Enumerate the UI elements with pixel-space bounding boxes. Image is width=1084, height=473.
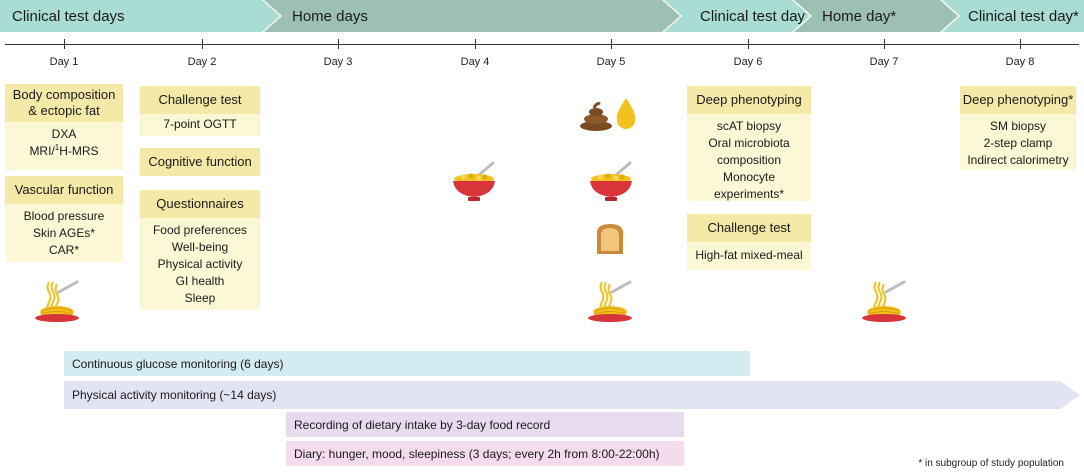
- deep-phenotyping-title-day6: Deep phenotyping: [687, 86, 811, 114]
- challenge-test-title-day2: Challenge test: [140, 86, 260, 114]
- deep-phenotyping-items-day6: scAT biopsy Oral microbiota composition …: [708, 119, 790, 201]
- physical-activity-monitoring-arrow: [64, 381, 1080, 409]
- dietary-intake-recording-bar: Recording of dietary intake by 3-day foo…: [286, 412, 684, 437]
- toast-icon: [596, 224, 624, 254]
- vascular-function-box: Vascular function Blood pressure Skin AG…: [5, 176, 123, 262]
- phase-chevron-home-2: [794, 0, 958, 32]
- day-label-4: Day 4: [460, 56, 490, 68]
- vascular-function-items: Blood pressure Skin AGEs* CAR*: [23, 209, 105, 257]
- deep-phenotyping-title-day8: Deep phenotyping*: [960, 86, 1076, 114]
- day-label-2: Day 2: [187, 56, 217, 68]
- day-label-3: Day 3: [323, 56, 353, 68]
- tick-day-8: [1020, 39, 1021, 49]
- body-composition-box: Body composition & ectopic fat DXA MRI/1…: [5, 84, 123, 170]
- phase-chevron-home-1: [264, 0, 680, 32]
- day-label-8: Day 8: [1005, 56, 1035, 68]
- challenge-test-box-day6: Challenge test High-fat mixed-meal: [687, 214, 811, 270]
- spaghetti-icon: [586, 278, 636, 328]
- questionnaires-title: Questionnaires: [140, 190, 260, 218]
- tick-day-1: [64, 39, 65, 49]
- deep-phenotyping-box-day8: Deep phenotyping* SM biopsy 2-step clamp…: [960, 86, 1076, 170]
- cognitive-function-title: Cognitive function: [140, 148, 260, 176]
- cognitive-function-box: Cognitive function: [140, 148, 260, 176]
- stool-sample-icon: [580, 102, 612, 131]
- deep-phenotyping-box-day6: Deep phenotyping scAT biopsy Oral microb…: [687, 86, 811, 201]
- challenge-test-box-day2: Challenge test 7-point OGTT: [140, 86, 260, 136]
- questionnaires-box: Questionnaires Food preferences Well-bei…: [140, 190, 260, 310]
- day-label-1: Day 1: [49, 56, 79, 68]
- body-composition-items: DXA MRI/1H-MRS: [29, 127, 99, 158]
- phase-label-5: Clinical test day*: [968, 8, 1079, 25]
- tick-day-6: [748, 39, 749, 49]
- phase-label-4: Home day*: [822, 8, 897, 25]
- continuous-glucose-monitoring-bar: Continuous glucose monitoring (6 days): [64, 351, 750, 376]
- day-label-5: Day 5: [596, 56, 626, 68]
- physical-activity-monitoring-bar: Physical activity monitoring (~14 days): [72, 388, 277, 402]
- phase-label-2: Home days: [292, 8, 368, 25]
- diary-bar: Diary: hunger, mood, sleepiness (3 days;…: [286, 441, 684, 466]
- questionnaires-items: Food preferences Well-being Physical act…: [152, 223, 248, 305]
- urine-drop-icon: [616, 98, 636, 129]
- phase-label-3: Clinical test day: [700, 8, 806, 25]
- spaghetti-icon: [33, 278, 83, 328]
- timeline-axis: [5, 44, 1079, 45]
- footnote: * in subgroup of study population: [918, 458, 1064, 469]
- tick-day-3: [338, 39, 339, 49]
- tick-day-7: [884, 39, 885, 49]
- tick-day-5: [611, 39, 612, 49]
- spaghetti-icon: [860, 278, 910, 328]
- day-label-7: Day 7: [869, 56, 899, 68]
- phase-label-1: Clinical test days: [12, 8, 125, 25]
- tick-day-2: [202, 39, 203, 49]
- phase-banner: [0, 0, 1084, 32]
- cereal-bowl-icon: [586, 157, 636, 207]
- phase-chevron-clinical-2: [664, 0, 810, 32]
- phase-chevron-clinical-1: [0, 0, 280, 32]
- challenge-test-items-day6: High-fat mixed-meal: [695, 248, 803, 262]
- deep-phenotyping-items-day8: SM biopsy 2-step clamp Indirect calorime…: [967, 119, 1069, 167]
- body-composition-title: Body composition & ectopic fat: [5, 84, 123, 122]
- tick-day-4: [475, 39, 476, 49]
- day-label-6: Day 6: [733, 56, 763, 68]
- cereal-bowl-icon: [449, 157, 499, 207]
- challenge-test-title-day6: Challenge test: [687, 214, 811, 242]
- vascular-function-title: Vascular function: [5, 176, 123, 204]
- phase-chevron-clinical-3: [942, 0, 1084, 32]
- challenge-test-items-day2: 7-point OGTT: [163, 117, 237, 131]
